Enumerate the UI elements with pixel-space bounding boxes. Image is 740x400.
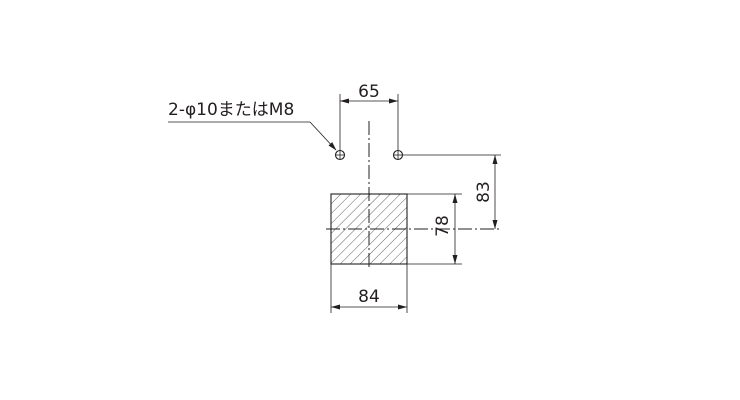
dimension-label-78: 78 bbox=[433, 215, 453, 237]
dimension-label-65: 65 bbox=[358, 82, 380, 102]
mounting-hole-left bbox=[334, 149, 346, 161]
dimension-hole-to-center: 83 bbox=[403, 154, 501, 229]
mounting-hole-right bbox=[392, 149, 404, 161]
hole-note-leader: 2-φ10またはM8 bbox=[168, 100, 337, 151]
dimension-block-height: 78 bbox=[407, 193, 462, 265]
dimension-label-83: 83 bbox=[474, 181, 494, 203]
dimension-label-84: 84 bbox=[358, 287, 380, 307]
hole-note-text: 2-φ10またはM8 bbox=[168, 100, 294, 120]
dimension-block-width: 84 bbox=[330, 264, 408, 313]
dimension-hole-pitch: 65 bbox=[339, 82, 399, 150]
center-lines bbox=[326, 121, 500, 270]
